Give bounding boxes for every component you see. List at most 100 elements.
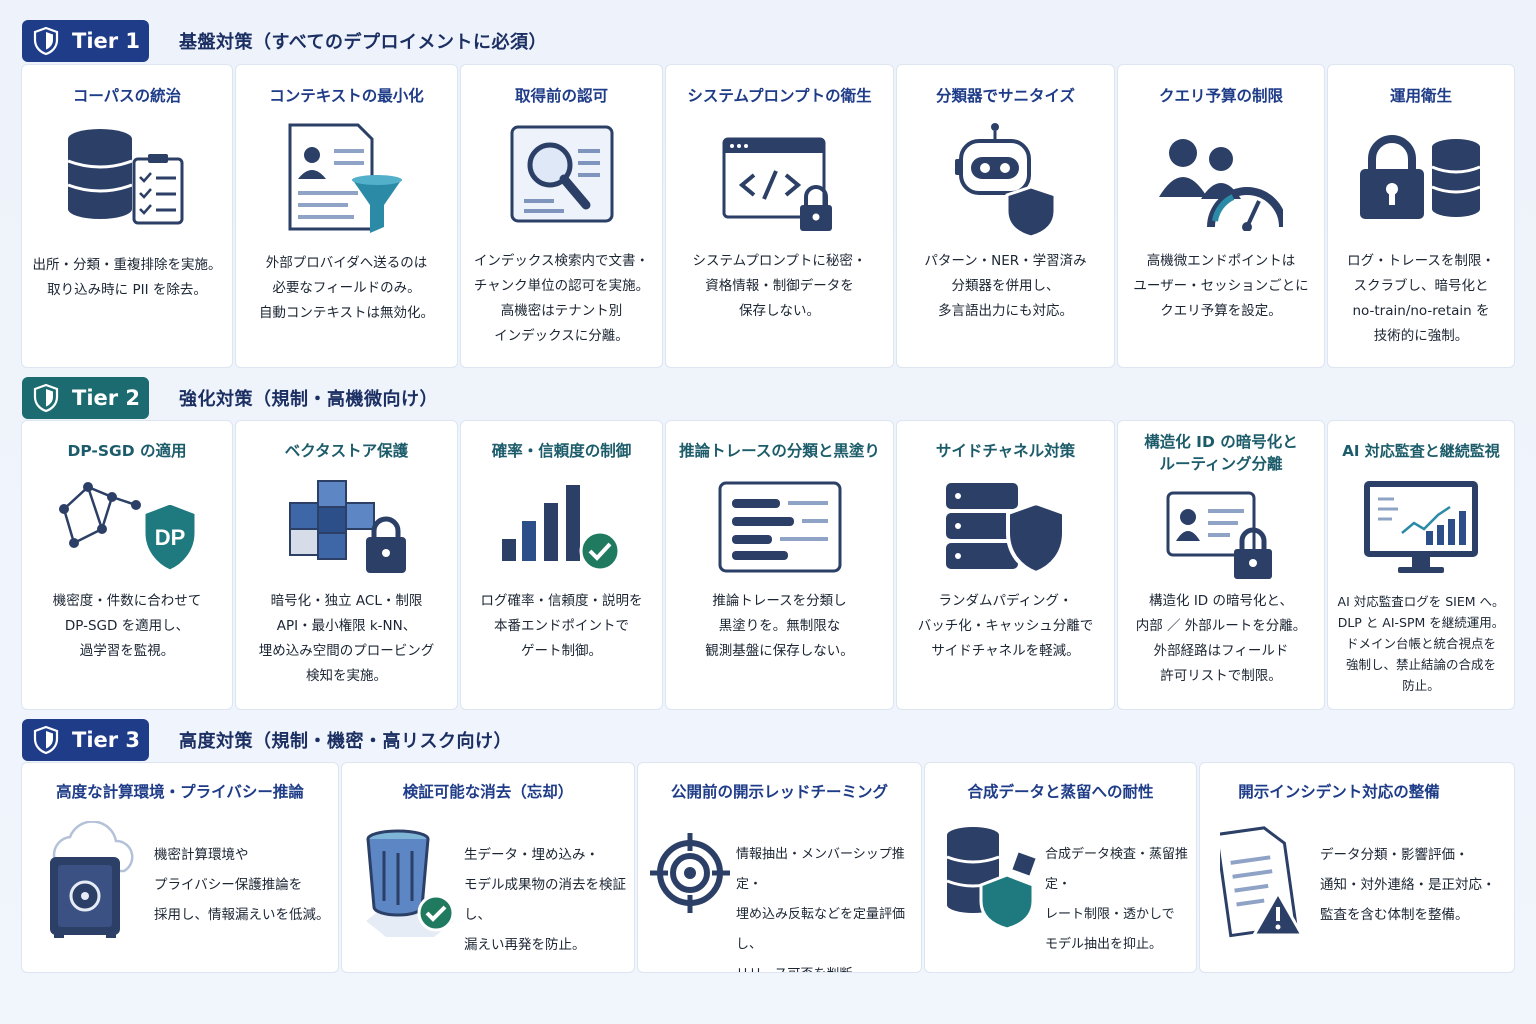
desc-line: 高機密はテナント別	[500, 303, 623, 319]
card-operational-hygiene: 運用衛生 ログ・トレースを制限・ スクラブし、暗号化と no-train/no-…	[1327, 64, 1515, 368]
desc-line: 観測基盤に保存しない。	[705, 643, 854, 659]
card-desc: インデックス検索内で文書・ チャンク単位の認可を実施。 高機密はテナント別 イン…	[467, 249, 656, 349]
redacted-document-icon	[718, 481, 841, 573]
tier-1-header: Tier 1 基盤対策（すべてのデプロイメントに必須）	[22, 20, 547, 62]
desc-line: 保存しない。	[739, 303, 820, 319]
desc-line: サイドチャネルを軽減。	[931, 643, 1080, 659]
desc-line: 出所・分類・重複排除を実施。	[32, 257, 222, 273]
desc-line: API・最小権限 k-NN、	[276, 618, 417, 634]
tier-2-row: DP-SGD の適用 DP 機密度・件数に合わせて DP-SGD を適用し、 過…	[21, 420, 1515, 710]
card-disclosure-incident-response: 開示インシデント対応の整備 データ分類・影響評価・ 通知・対外連絡・是正対応・ …	[1199, 762, 1515, 973]
tier-3-label: Tier 3	[72, 728, 141, 752]
desc-line: 採用し、情報漏えいを低減。	[154, 907, 330, 923]
desc-line: 外部プロバイダへ送るのは	[265, 255, 428, 271]
card-title: 検証可能な消去（忘却）	[402, 783, 574, 801]
desc-line: パターン・NER・学習済み	[924, 253, 1087, 269]
desc-line: 機密計算環境や	[154, 847, 249, 863]
desc-line: 許可リストで制限。	[1160, 668, 1282, 684]
id-card-lock-icon	[1166, 491, 1272, 579]
desc-line: 取り込み時に PII を除去。	[47, 282, 207, 298]
tier-2-title: 強化対策（規制・高機微向け）	[179, 389, 438, 410]
desc-line: 技術的に強制。	[1373, 328, 1469, 344]
desc-line: 通知・対外連絡・是正対応・	[1320, 877, 1496, 893]
desc-line: リリース可否を判断。	[736, 960, 919, 972]
card-desc: 暗号化・独立 ACL・制限 API・最小権限 k-NN、 埋め込み空間のプロービ…	[242, 589, 451, 689]
card-classifier-sanitization: 分類器でサニタイズ パターン・NER・学習済み 分類器を併用し、 多言語出力にも…	[896, 64, 1115, 368]
desc-line: ドメイン台帳と統合視点を	[1345, 636, 1496, 651]
tier-2-badge: Tier 2	[22, 377, 149, 419]
desc-line: バッチ化・キャッシュ分離で	[917, 618, 1094, 634]
card-title: システムプロンプトの衛生	[687, 87, 872, 105]
tier-1-title: 基盤対策（すべてのデプロイメントに必須）	[179, 32, 548, 53]
shield-icon	[33, 725, 59, 755]
target-icon	[650, 833, 730, 913]
desc-line: スクラブし、暗号化と	[1353, 278, 1489, 294]
desc-line: プライバシー保護推論を	[154, 877, 303, 893]
shield-icon	[33, 26, 59, 56]
tier-1-row: コーパスの統治 出所・分類・重複排除を実施。 取り込み時に PII を除去。 コ…	[21, 64, 1515, 368]
card-title: クエリ予算の制限	[1158, 87, 1283, 105]
desc-line: 埋め込み反転などを定量評価し、	[736, 907, 906, 952]
desc-line: インデックス検索内で文書・	[473, 253, 650, 269]
desc-line: システムプロンプトに秘密・	[692, 253, 867, 269]
cloud-safe-icon	[50, 821, 134, 938]
card-desc: パターン・NER・学習済み 分類器を併用し、 多言語出力にも対応。	[903, 249, 1108, 324]
desc-line: 過学習を監視。	[79, 643, 175, 659]
desc-line: DP-SGD を適用し、	[64, 618, 190, 634]
card-title: 確率・信頼度の制御	[491, 442, 632, 460]
card-desc: ログ確率・信頼度・説明を 本番エンドポイントで ゲート制御。	[467, 589, 656, 664]
card-title: 推論トレースの分類と黒塗り	[679, 442, 880, 460]
card-desc: 生データ・埋め込み・ モデル成果物の消去を検証し、 漏えい再発を防止。	[464, 840, 630, 960]
desc-line: 漏えい再発を防止。	[464, 937, 586, 953]
card-ai-audit-monitoring: AI 対応監査と継続監視 AI 対応監査ログを SIEM へ。 DLP と AI…	[1327, 420, 1515, 710]
tier-3-row: 高度な計算環境・プライバシー推論 機密計算環境や プライバシー保護推論を 採用し…	[21, 762, 1515, 973]
card-title: 開示インシデント対応の整備	[1238, 783, 1440, 801]
title-line: ルーティング分離	[1159, 455, 1283, 473]
document-warning-icon	[1220, 826, 1305, 938]
desc-line: モデル抽出を抑止。	[1045, 937, 1163, 952]
card-title: 高度な計算環境・プライバシー推論	[56, 783, 304, 801]
card-desc: 機密計算環境や プライバシー保護推論を 採用し、情報漏えいを低減。	[154, 840, 334, 930]
card-desc: ランダムパディング・ バッチ化・キャッシュ分離で サイドチャネルを軽減。	[903, 589, 1108, 664]
desc-line: 自動コンテキストは無効化。	[258, 305, 435, 321]
desc-line: 合成データ検査・蒸留推定・	[1045, 847, 1189, 892]
desc-line: 黒塗りを。無制限な	[718, 618, 841, 634]
card-verifiable-erasure: 検証可能な消去（忘却） 生データ・埋め込み・ モデル成果物の消去を検証し、 漏え…	[341, 762, 635, 973]
desc-line: no-train/no-retain を	[1352, 303, 1490, 319]
desc-line: モデル成果物の消去を検証し、	[464, 877, 626, 923]
card-desc: 推論トレースを分類し 黒塗りを。無制限な 観測基盤に保存しない。	[672, 589, 887, 664]
database-checklist-icon	[67, 129, 184, 225]
card-title: 分類器でサニタイズ	[935, 87, 1076, 105]
desc-line: 情報抽出・メンバーシップ推定・	[736, 847, 905, 892]
desc-line: 生データ・埋め込み・	[464, 847, 599, 863]
desc-line: 高機微エンドポイントは	[1146, 253, 1296, 269]
code-window-lock-icon	[722, 137, 832, 231]
users-gauge-icon	[1159, 139, 1283, 231]
cubes-lock-icon	[288, 480, 406, 573]
card-dp-sgd: DP-SGD の適用 DP 機密度・件数に合わせて DP-SGD を適用し、 過…	[21, 420, 233, 710]
tier-3-title: 高度対策（規制・機密・高リスク向け）	[179, 731, 512, 752]
card-title: 取得前の認可	[514, 87, 608, 105]
desc-line: 強制し、禁止結論の合成を	[1345, 657, 1496, 672]
card-desc: 構造化 ID の暗号化と、 内部 ／ 外部ルートを分離。 外部経路はフィールド …	[1124, 589, 1318, 689]
title-line: 構造化 ID の暗号化と	[1144, 433, 1298, 451]
monitor-dashboard-icon	[1364, 481, 1478, 573]
desc-line: 資格情報・制御データを	[705, 278, 854, 294]
card-title: 公開前の開示レッドチーミング	[670, 783, 888, 801]
shield-dp-text: DP	[155, 525, 186, 550]
network-dp-shield-icon: DP	[59, 482, 198, 573]
tier-3-badge: Tier 3	[22, 719, 149, 761]
desc-line: チャンク単位の認可を実施。	[473, 278, 650, 294]
card-pre-release-red-teaming: 公開前の開示レッドチーミング 情報抽出・メンバーシップ推定・ 埋め込み反転などを…	[637, 762, 922, 973]
card-desc: ログ・トレースを制限・ スクラブし、暗号化と no-train/no-retai…	[1334, 249, 1508, 349]
trash-check-icon	[366, 829, 455, 937]
card-desc: 外部プロバイダへ送るのは 必要なフィールドのみ。 自動コンテキストは無効化。	[242, 251, 451, 326]
desc-line: 検知を実施。	[306, 668, 387, 684]
desc-line: ログ・トレースを制限・	[1347, 253, 1495, 269]
desc-line: 構造化 ID の暗号化と、	[1149, 593, 1293, 609]
database-shield-icon	[946, 827, 1036, 931]
robot-shield-icon	[954, 123, 1056, 239]
card-query-budget: クエリ予算の制限 高機微エンドポイントは ユーザー・セッションごとに クエリ予算…	[1117, 64, 1325, 368]
card-structured-id-encryption: 構造化 ID の暗号化とルーティング分離 構造化 ID の暗号化と、 内部 ／ …	[1117, 420, 1325, 710]
card-desc: 合成データ検査・蒸留推定・ レート制限・透かしで モデル抽出を抑止。	[1045, 840, 1194, 960]
